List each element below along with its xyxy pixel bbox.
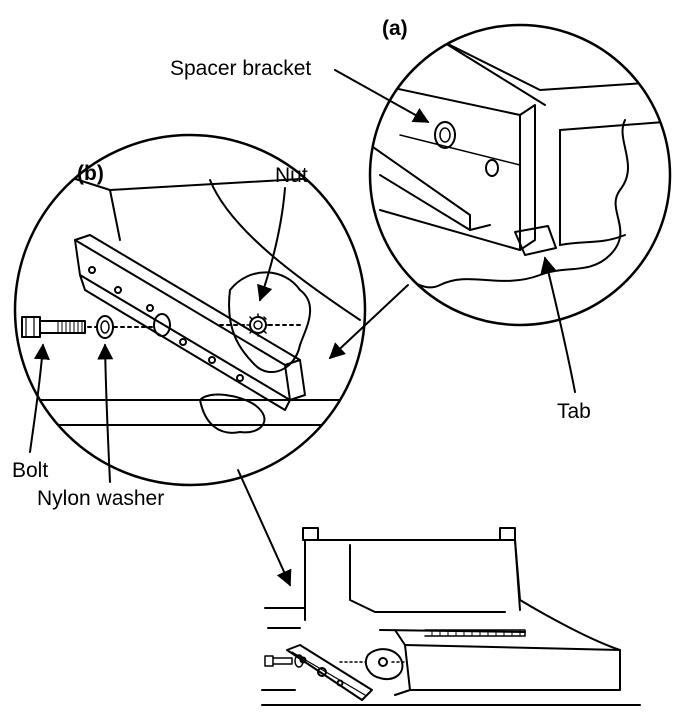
detail-a [368, 23, 672, 327]
nut-label: Nut [275, 164, 308, 187]
main-bolt [264, 655, 274, 667]
nut-cutaway [228, 271, 311, 374]
rail-large-hole [153, 313, 171, 337]
tray-floor-back [379, 629, 526, 633]
detail-a-circle [368, 23, 672, 327]
tab-label: Tab [557, 400, 591, 423]
main-assembly [261, 527, 641, 706]
bolt-part [21, 316, 86, 338]
nylon-washer-leader [97, 343, 114, 483]
top-tab-left [302, 527, 319, 541]
tray-front-left [394, 629, 411, 696]
frame-inner-edge [439, 39, 546, 106]
top-tab-right [499, 527, 516, 541]
main-cutaway [364, 648, 404, 681]
tab-leader [540, 256, 576, 393]
bolt-head [21, 316, 41, 338]
panel-b-label: (b) [77, 162, 104, 185]
bolt-leader [29, 343, 50, 453]
bolt-threads [57, 320, 83, 334]
spacer-bracket-leader [334, 69, 430, 123]
rack [424, 629, 526, 637]
detail-b [13, 133, 367, 487]
bracket-fold-line [399, 134, 521, 166]
nut-part [246, 313, 270, 337]
frame-corner [109, 189, 121, 241]
panel-a-label: (a) [382, 17, 408, 40]
rail-lower-lip [79, 274, 291, 411]
tray-inner-left [349, 544, 506, 613]
tray-back-top [304, 539, 521, 611]
spacer-bracket-label: Spacer bracket [170, 57, 311, 80]
frame-back-edge [15, 154, 365, 191]
detail-b-circle [13, 133, 367, 487]
nut-leader [257, 187, 286, 302]
text-labels: (a) (b) Spacer bracket Nut Tab Bolt Nylo… [12, 17, 591, 510]
bolt-label: Bolt [12, 459, 48, 482]
main-washer [294, 654, 304, 668]
nylon-washer-label: Nylon washer [37, 487, 164, 510]
tab-shape [514, 225, 557, 256]
rail-face [74, 239, 291, 401]
tray-front [404, 644, 621, 691]
bracket-flange [519, 104, 536, 251]
nylon-washer-part [96, 315, 114, 339]
lower-rail [370, 144, 471, 231]
detail-a-to-b-arrow [328, 284, 409, 360]
rail-end [289, 359, 306, 401]
bracket-small-hole [485, 159, 499, 177]
leader-arrows [29, 69, 576, 587]
cutaway-edge [384, 119, 630, 289]
tray-right-side [514, 539, 621, 651]
block-bottom-edge [559, 234, 626, 246]
frame-diagonal [209, 179, 361, 321]
rail-end [469, 224, 491, 231]
spacer-bracket-plate [379, 84, 521, 251]
detail-b-to-assembly-arrow [237, 469, 292, 587]
bracket-large-hole [434, 121, 456, 149]
lower-cutaway [199, 393, 266, 434]
rail-top [74, 234, 301, 366]
